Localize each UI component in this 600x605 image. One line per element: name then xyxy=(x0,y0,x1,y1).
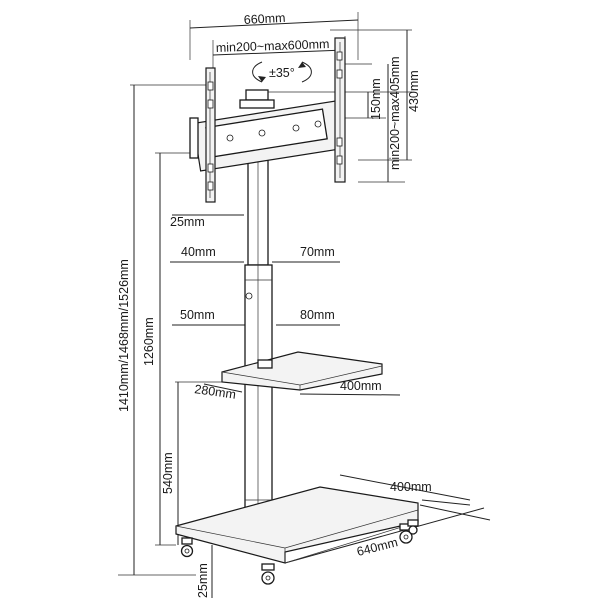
label-430: 430mm xyxy=(407,70,421,112)
vesa-arm-left xyxy=(205,67,216,203)
caster-front-right xyxy=(261,563,275,585)
rotation-indicator xyxy=(252,61,312,83)
label-shelf-width: 400mm xyxy=(340,379,382,393)
label-40: 40mm xyxy=(181,245,216,259)
label-70: 70mm xyxy=(300,245,335,259)
label-vesa-height: min200~max405mm xyxy=(388,56,402,170)
label-rotation: ±35° xyxy=(269,66,295,80)
caster-back-left xyxy=(407,519,419,535)
label-shelf-depth: 280mm xyxy=(194,382,237,402)
casters xyxy=(180,519,419,585)
label-vesa-width: min200~max600mm xyxy=(216,37,330,55)
label-base-width: 640mm xyxy=(355,535,399,559)
label-660: 660mm xyxy=(243,11,285,27)
label-total-height: 1410mm/1468mm/1526mm xyxy=(117,259,131,412)
base xyxy=(175,486,419,564)
tv-mount-bracket xyxy=(189,37,346,203)
caster-back-right xyxy=(399,523,413,544)
label-150: 150mm xyxy=(369,78,383,120)
label-25-top: 25mm xyxy=(170,215,205,229)
dimension-labels: 660mm min200~max600mm ±35° 150mm min200~… xyxy=(117,11,432,598)
label-80: 80mm xyxy=(300,308,335,322)
label-base-depth: 400mm xyxy=(390,480,432,494)
label-25-bottom: 25mm xyxy=(196,563,210,598)
label-540: 540mm xyxy=(161,452,175,494)
label-50: 50mm xyxy=(180,308,215,322)
caster-front-left xyxy=(180,537,194,558)
vesa-arm-right xyxy=(334,37,346,183)
label-1260: 1260mm xyxy=(142,317,156,366)
dimension-lines xyxy=(133,19,491,598)
shelf xyxy=(221,351,383,391)
column xyxy=(244,149,273,516)
